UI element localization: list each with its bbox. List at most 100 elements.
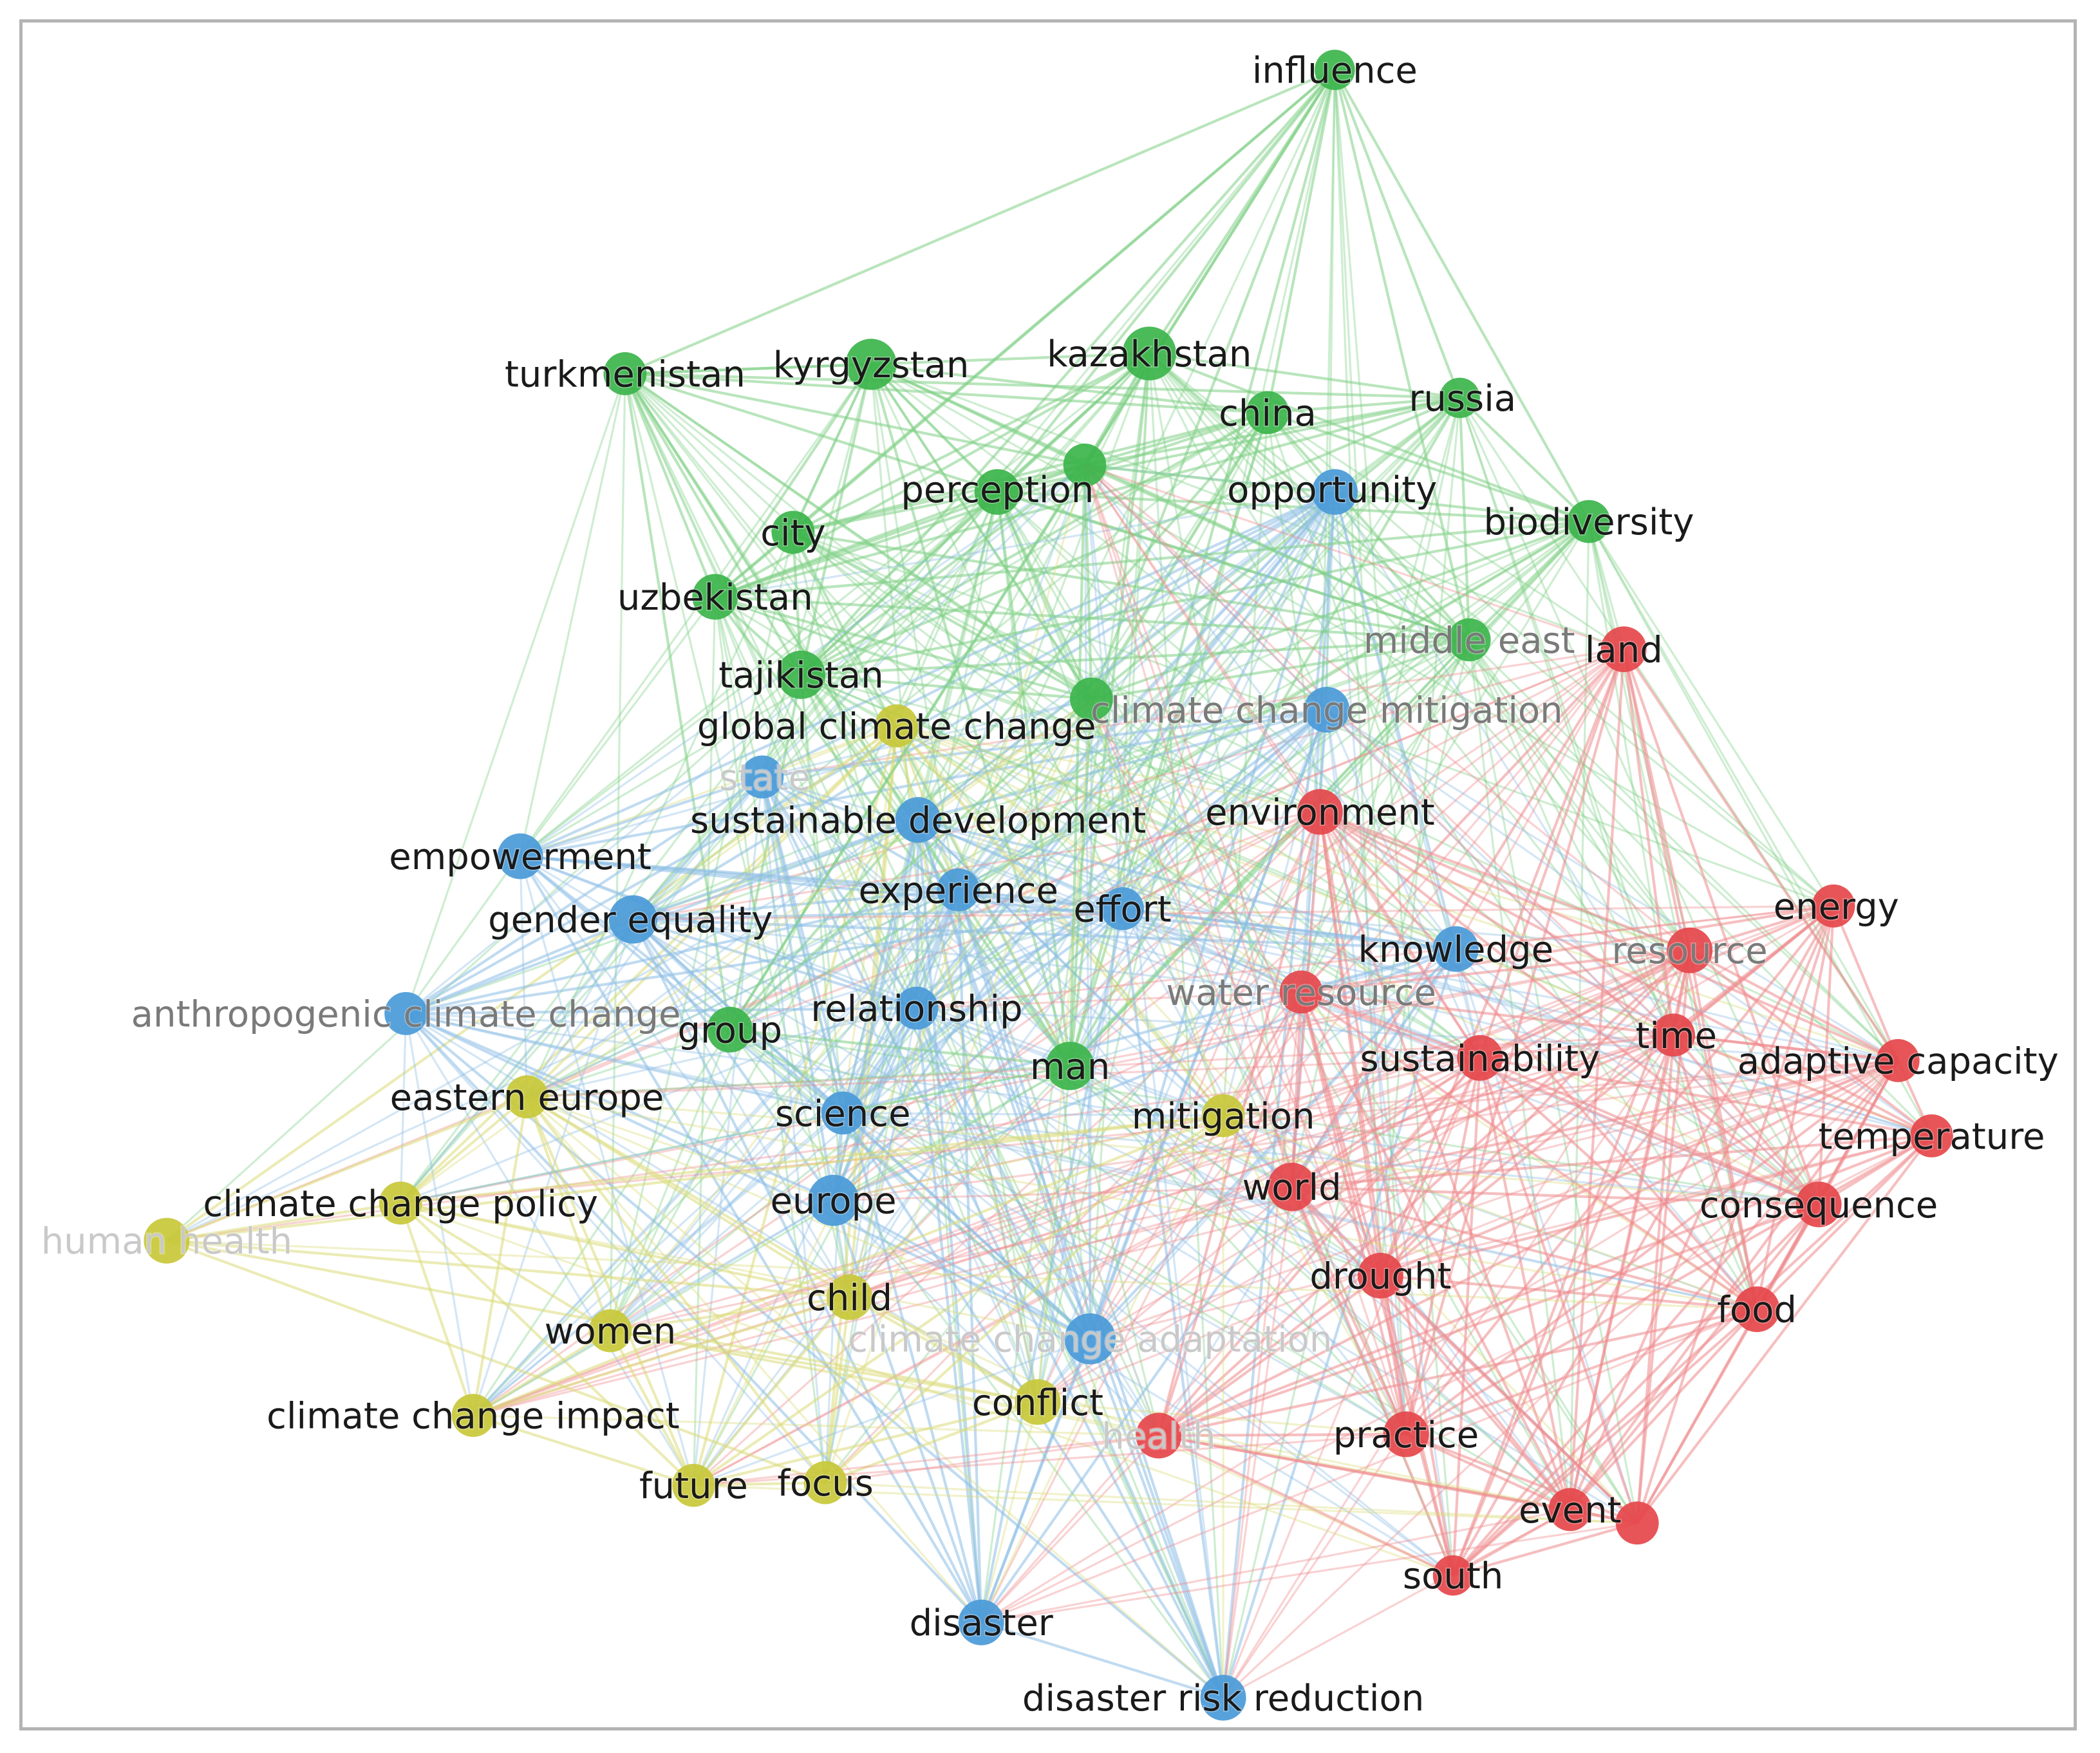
node-food[interactable]: [1734, 1286, 1780, 1333]
node-sustainability[interactable]: [1457, 1035, 1503, 1081]
edge-eastern_europe-future: [525, 1096, 695, 1486]
node-south[interactable]: [1432, 1555, 1474, 1596]
label-event: event: [1519, 1490, 1622, 1532]
edge-opportunity-environment: [1318, 492, 1336, 812]
edge-mitigation-climate_change_impact: [473, 1114, 1224, 1417]
node-russia[interactable]: [1439, 377, 1480, 418]
node-city[interactable]: [771, 511, 815, 554]
node-global-climate-change[interactable]: [875, 704, 919, 747]
node-consequence[interactable]: [1795, 1181, 1842, 1228]
node-green-b[interactable]: [1070, 677, 1113, 721]
node-disaster[interactable]: [958, 1599, 1004, 1645]
node-women[interactable]: [588, 1309, 632, 1353]
node-child[interactable]: [827, 1274, 873, 1320]
edge-experience-health: [957, 889, 1160, 1436]
node-gender-equality[interactable]: [608, 895, 658, 944]
edge-future-focus: [693, 1481, 826, 1487]
edge-kyrgyzstan-perception: [870, 363, 998, 493]
node-time[interactable]: [1652, 1013, 1695, 1057]
node-future[interactable]: [672, 1463, 715, 1507]
edge-relationship-disaster: [915, 1008, 983, 1623]
edge-climate_change_impact-health: [473, 1414, 1159, 1437]
node-experience[interactable]: [937, 868, 980, 912]
node-science[interactable]: [821, 1091, 865, 1135]
edge-effort-disaster_risk_reduction: [1121, 908, 1225, 1698]
edge-adaptive_capacity-disaster: [980, 1060, 1899, 1624]
edge-middle_east-gender_equality: [632, 639, 1470, 921]
node-resource[interactable]: [1667, 927, 1713, 973]
node-kazakhstan[interactable]: [1122, 326, 1176, 380]
node-relationship[interactable]: [895, 986, 939, 1030]
node-biodiversity[interactable]: [1567, 500, 1611, 543]
node-middle-east[interactable]: [1447, 618, 1491, 662]
edge-child-future: [692, 1296, 851, 1486]
node-green-a[interactable]: [1063, 444, 1107, 487]
node-eastern-europe[interactable]: [505, 1075, 548, 1119]
node-kyrgyzstan[interactable]: [845, 339, 897, 390]
label-disaster-risk-reduction: disaster risk reduction: [1022, 1678, 1424, 1720]
node-water-resource[interactable]: [1279, 970, 1323, 1014]
node-uzbekistan[interactable]: [692, 574, 738, 620]
node-perception[interactable]: [974, 469, 1020, 515]
edge-water_resource-health: [1157, 991, 1303, 1436]
node-anthropogenic-climate-change[interactable]: [384, 991, 427, 1035]
node-china[interactable]: [1246, 391, 1289, 435]
node-knowledge[interactable]: [1432, 926, 1479, 972]
node-group[interactable]: [707, 1006, 753, 1053]
node-adaptive-capacity[interactable]: [1876, 1039, 1920, 1082]
node-influence[interactable]: [1315, 50, 1355, 90]
node-europe[interactable]: [807, 1174, 859, 1226]
label-europe: europe: [771, 1181, 897, 1223]
label-sustainable-development: sustainable development: [690, 800, 1146, 842]
node-mitigation[interactable]: [1201, 1094, 1245, 1138]
edge-middle_east-man: [1069, 639, 1470, 1067]
edge-knowledge-climate_change_adaptation: [1089, 948, 1457, 1340]
edge-global_climate_change-future: [692, 725, 898, 1486]
node-world[interactable]: [1267, 1163, 1317, 1212]
edge-biodiversity-focus: [824, 521, 1590, 1484]
node-energy[interactable]: [1812, 884, 1855, 928]
node-tajikistan[interactable]: [776, 650, 826, 699]
node-conflict[interactable]: [1015, 1379, 1061, 1425]
label-man: man: [1030, 1046, 1110, 1088]
node-land[interactable]: [1600, 626, 1647, 672]
edge-perception-gender_equality: [632, 491, 998, 921]
node-effort[interactable]: [1101, 887, 1144, 930]
node-extreme-event[interactable]: [1615, 1501, 1659, 1545]
edge-global_climate_change-extreme_event: [895, 725, 1638, 1524]
node-turkmenistan[interactable]: [603, 352, 647, 395]
node-man[interactable]: [1045, 1042, 1094, 1091]
node-health[interactable]: [1136, 1412, 1182, 1459]
edge-climate_change_policy-climate_change_adaptation: [400, 1202, 1091, 1340]
node-climate-change-mitigation[interactable]: [1304, 686, 1350, 733]
node-sustainable-development[interactable]: [895, 797, 941, 843]
node-state[interactable]: [740, 755, 784, 799]
node-climate-change-adaptation[interactable]: [1064, 1313, 1116, 1365]
node-empowerment[interactable]: [497, 833, 543, 879]
node-environment[interactable]: [1297, 789, 1343, 835]
node-opportunity[interactable]: [1311, 469, 1358, 515]
label-science: science: [775, 1093, 911, 1135]
node-focus[interactable]: [803, 1461, 847, 1505]
node-climate-change-impact[interactable]: [451, 1394, 495, 1438]
edge-anthropogenic_climate_change-relationship: [406, 1006, 917, 1015]
node-disaster-risk-reduction[interactable]: [1200, 1674, 1246, 1721]
edge-land-green_a: [1084, 464, 1624, 651]
edge-climate_change_mitigation-water_resource: [1300, 709, 1328, 993]
node-event[interactable]: [1548, 1488, 1592, 1532]
edge-state-climate_change_policy: [400, 776, 764, 1204]
node-climate-change-policy[interactable]: [379, 1181, 422, 1225]
edge-biodiversity-gender_equality: [632, 520, 1589, 921]
edge-sustainability-future: [693, 1056, 1481, 1486]
label-knowledge: knowledge: [1358, 929, 1554, 971]
edge-health-south: [1158, 1434, 1454, 1577]
node-human-health[interactable]: [144, 1217, 190, 1264]
edge-knowledge-man: [1069, 948, 1456, 1067]
edge-influence-biodiversity: [1333, 69, 1590, 523]
node-practice[interactable]: [1383, 1411, 1429, 1458]
node-temperature[interactable]: [1910, 1114, 1953, 1158]
label-experience: experience: [859, 870, 1058, 912]
node-drought[interactable]: [1357, 1253, 1403, 1299]
label-conflict: conflict: [972, 1382, 1103, 1424]
